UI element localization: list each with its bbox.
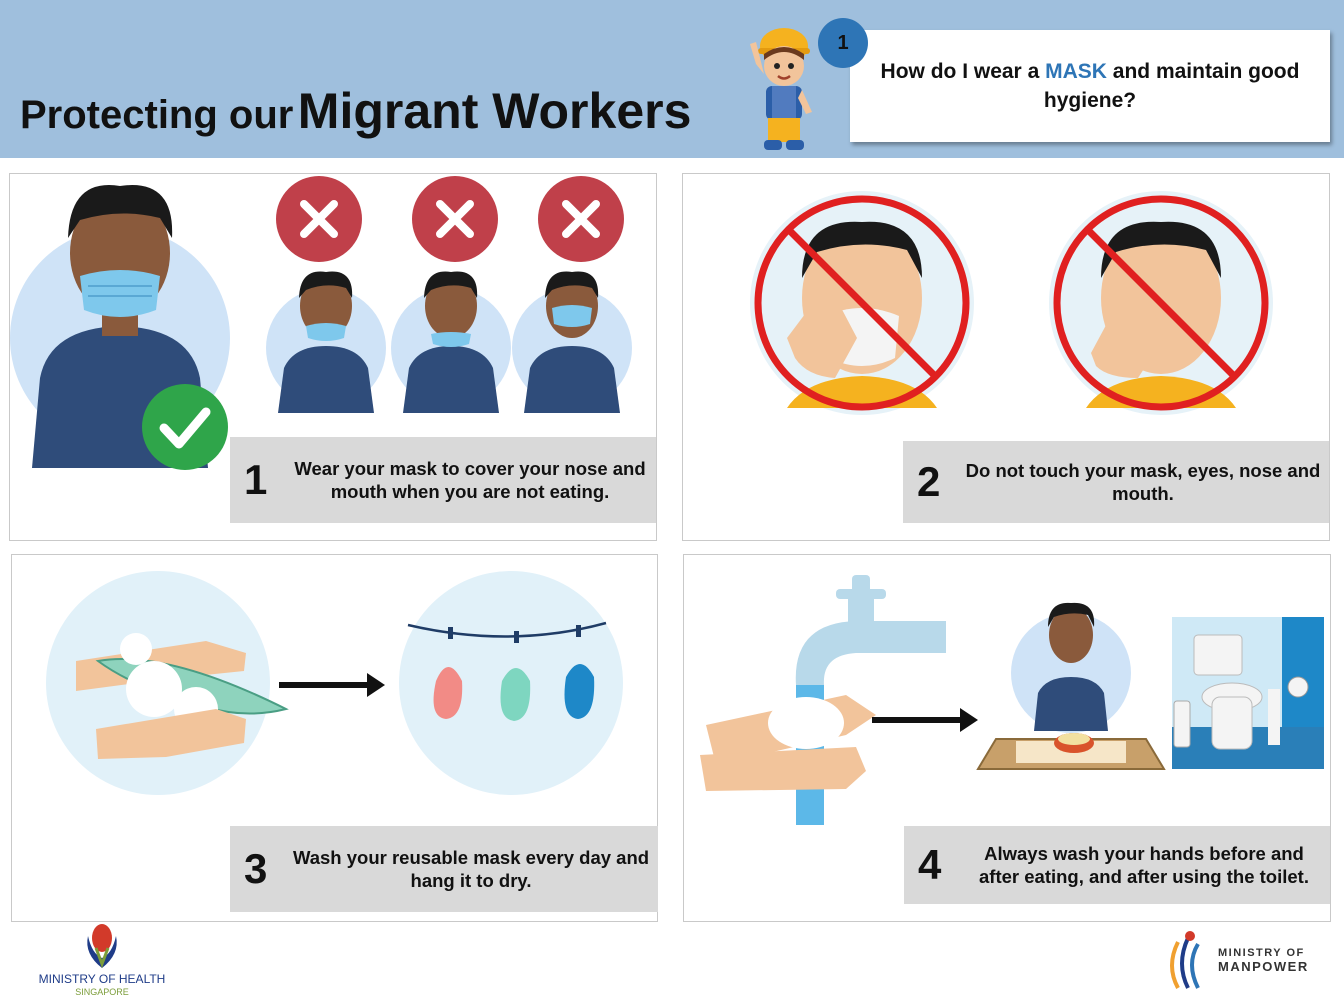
moh-sub-label: SINGAPORE (75, 987, 129, 997)
step-number: 3 (244, 845, 268, 892)
panel-1: 1 Wear your mask to cover your nose and … (9, 173, 657, 541)
mom-label-line1: MINISTRY OF (1218, 947, 1305, 959)
step-text: Wear your mask to cover your nose and mo… (294, 458, 646, 502)
eating-illustration (976, 602, 1166, 770)
step-text: Do not touch your mask, eyes, nose and m… (965, 460, 1321, 504)
cross-icon (412, 176, 498, 262)
hanging-masks-illustration (399, 571, 623, 795)
question-box: How do I wear a MASK and maintain good h… (850, 30, 1330, 142)
page-title: Protecting our Migrant Workers (20, 82, 691, 140)
step-number-badge: 1 (818, 18, 868, 68)
panel-4: 4 Always wash your hands before and afte… (683, 554, 1331, 922)
faucet-icon (700, 575, 946, 825)
wrong-mask-loose-illustration (512, 271, 632, 413)
arrow-icon (872, 708, 978, 732)
prohibited-icon (1049, 191, 1273, 415)
step-text: Wash your reusable mask every day and ha… (292, 847, 650, 891)
mom-label: MINISTRY OF MANPOWER (1218, 946, 1309, 974)
step-text: Always wash your hands before and after … (979, 843, 1309, 887)
step-number: 4 (918, 841, 942, 888)
moh-label: MINISTRY OF HEALTH (38, 972, 166, 986)
step-number: 1 (244, 456, 268, 503)
step-number: 2 (917, 458, 941, 505)
caption-4: 4 Always wash your hands before and afte… (904, 826, 1330, 904)
arrow-icon (279, 673, 385, 697)
washing-mask-illustration (46, 571, 289, 795)
moh-logo: MINISTRY OF HEALTH SINGAPORE (34, 924, 174, 1000)
caption-3: 3 Wash your reusable mask every day and … (230, 826, 658, 912)
cross-icon (276, 176, 362, 262)
wrong-mask-below-nose-illustration (266, 271, 386, 413)
toilet-illustration (1172, 617, 1324, 769)
moh-emblem-icon (87, 924, 117, 969)
panel-3: 3 Wash your reusable mask every day and … (11, 554, 658, 922)
wrong-mask-chin-illustration (391, 271, 511, 413)
mom-logo: MINISTRY OF MANPOWER (1160, 930, 1340, 1000)
prohibited-icon (750, 191, 974, 415)
panel-2: 2 Do not touch your mask, eyes, nose and… (682, 173, 1330, 541)
mom-emblem-icon (1170, 931, 1200, 989)
caption-2: 2 Do not touch your mask, eyes, nose and… (903, 441, 1329, 523)
header-banner: Protecting our Migrant Workers 1 How do … (0, 0, 1344, 158)
question-highlight: MASK (1045, 60, 1107, 83)
worker-mascot-illustration (750, 28, 812, 150)
check-icon (142, 384, 228, 470)
cross-icon (538, 176, 624, 262)
caption-1: 1 Wear your mask to cover your nose and … (230, 437, 656, 523)
question-part2: and maintain good hygiene? (1043, 60, 1300, 112)
mom-label-line2: MANPOWER (1218, 959, 1309, 974)
title-main: Migrant Workers (297, 83, 692, 139)
question-text: How do I wear a MASK and maintain good h… (850, 57, 1330, 115)
title-prefix: Protecting our (20, 93, 294, 137)
question-part1: How do I wear a (880, 60, 1040, 83)
